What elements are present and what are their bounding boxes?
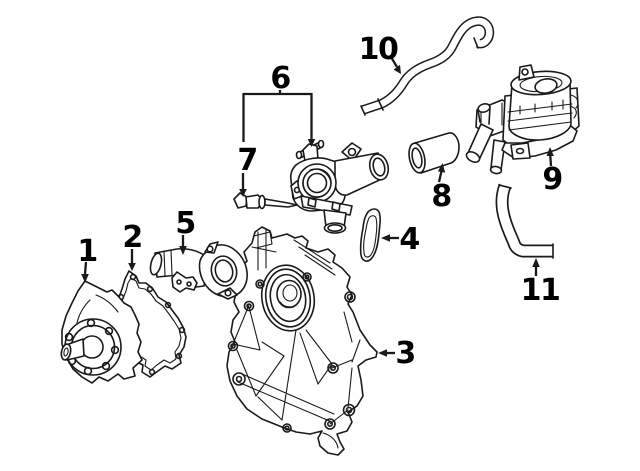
callout-2: 2 [122,220,143,271]
part-upper-hose [360,16,495,116]
callout-8-label: 8 [431,179,451,214]
callout-3: 3 [378,336,416,371]
callout-5: 5 [175,206,196,255]
callout-7-label: 7 [237,143,256,178]
callout-10: 10 [359,32,401,74]
part-outlet-seal [359,208,381,262]
callout-10-label: 10 [359,32,398,67]
callout-9-label: 9 [542,162,561,197]
part-lower-hose [495,183,554,259]
callout-9: 9 [542,147,563,197]
diagram-artwork: 1 2 3 4 5 6 7 8 9 10 [60,16,580,456]
part-timing-cover [226,226,378,456]
callout-6-label: 6 [270,61,290,96]
part-secondary-air-pump [465,64,580,175]
callout-11-label: 11 [521,273,560,308]
part-connector-hose [408,132,460,174]
callout-1: 1 [77,234,98,283]
callout-2-label: 2 [122,220,141,255]
part-thermostat-housing [289,139,390,234]
callout-3-label: 3 [395,336,414,371]
callout-1-label: 1 [77,234,96,269]
callout-4-label: 4 [399,222,419,257]
part-water-inlet-pipe [149,241,248,300]
callout-4: 4 [381,222,421,257]
callout-5-label: 5 [175,206,194,241]
callout-7: 7 [237,143,258,197]
part-water-pump [60,280,143,384]
callout-11: 11 [521,258,561,308]
part-temperature-sensor [233,192,298,210]
callout-8: 8 [431,163,453,214]
callout-6: 6 [242,61,316,147]
